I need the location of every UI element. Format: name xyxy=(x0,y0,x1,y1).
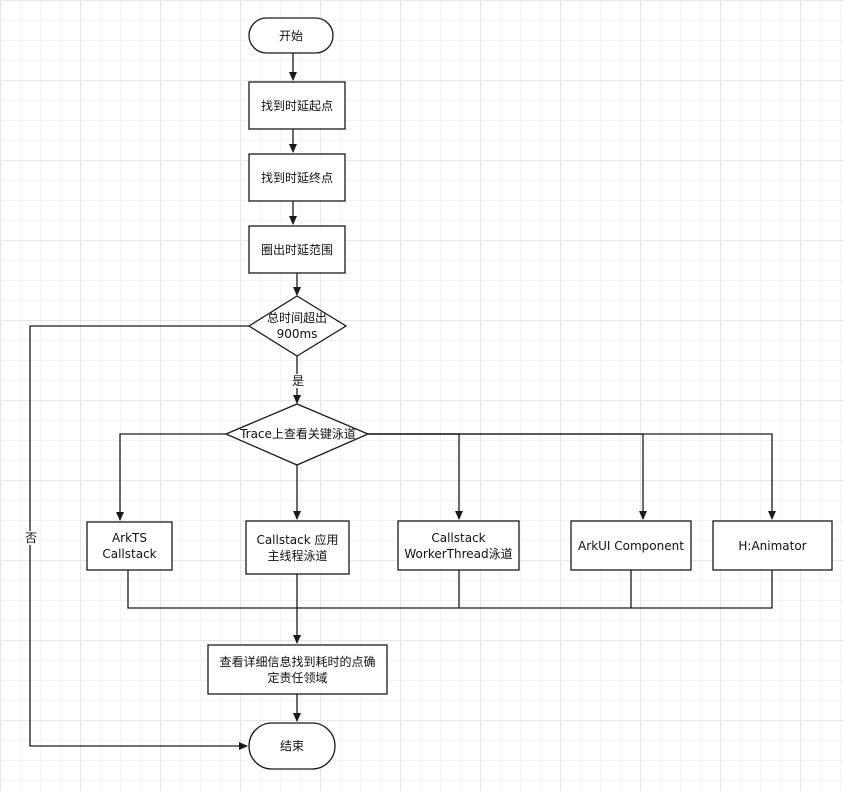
decision-900ms-diamond xyxy=(247,295,348,357)
edge-merge-bus xyxy=(127,570,773,609)
end-terminator xyxy=(248,722,336,770)
no-edge-label: 否 xyxy=(24,531,39,545)
edge-trace-to-arkui xyxy=(368,433,647,520)
edge-trace-to-arkts xyxy=(116,433,226,521)
find-end-box xyxy=(248,153,346,202)
circle-range-box xyxy=(248,225,346,274)
arkui-box xyxy=(570,520,692,571)
callstack-worker-box xyxy=(397,520,520,571)
detail-box xyxy=(207,644,388,695)
edge-trace-to-worker xyxy=(368,433,463,520)
edge-trace-to-animator xyxy=(368,433,776,520)
start-terminator xyxy=(248,17,334,54)
yes-edge-label: 是 xyxy=(291,374,306,388)
callstack-main-box xyxy=(245,520,350,575)
find-start-box xyxy=(248,81,346,130)
animator-box xyxy=(712,520,833,571)
arkts-box xyxy=(86,521,173,571)
trace-decision-diamond xyxy=(224,403,370,466)
